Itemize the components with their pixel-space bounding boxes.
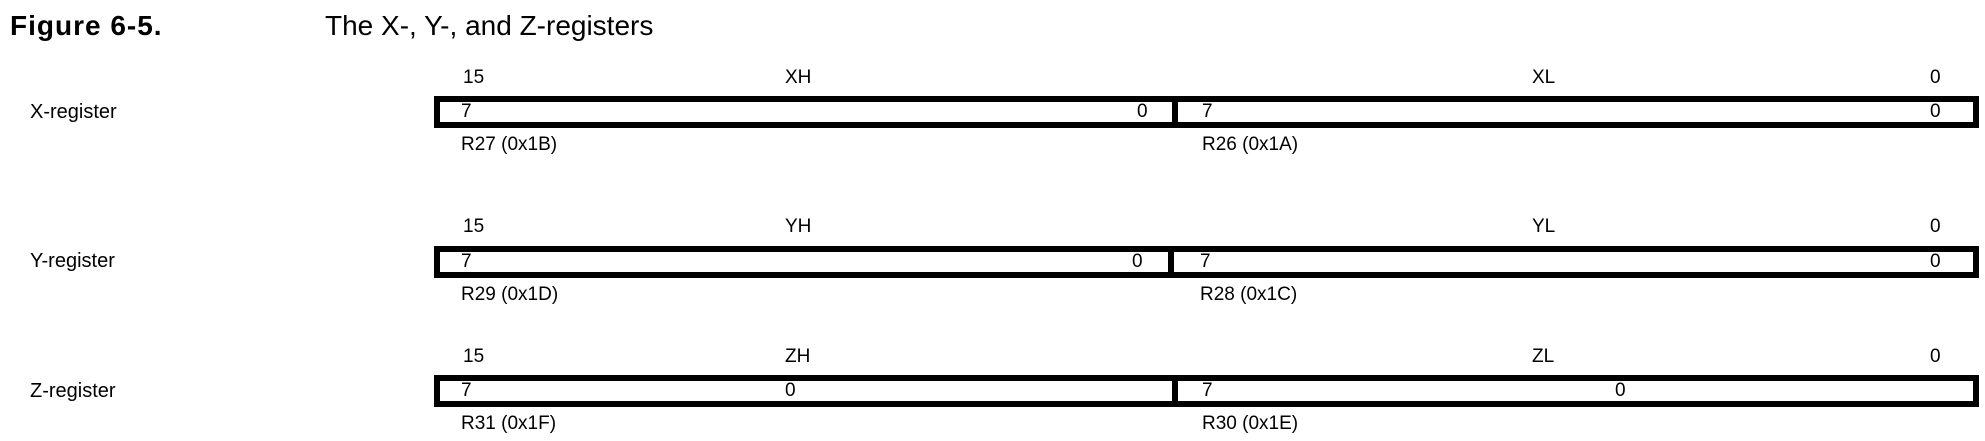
high-byte-label: ZH	[785, 346, 811, 367]
high-byte-box	[434, 246, 1174, 278]
high-byte-box	[434, 96, 1178, 128]
low-byte-box	[1172, 96, 1979, 128]
high-byte-msb: 7	[461, 101, 472, 122]
low-byte-label: YL	[1532, 216, 1556, 237]
bit-0-label: 0	[1930, 346, 1941, 367]
figure-title: The X-, Y-, and Z-registers	[325, 10, 654, 41]
register-name: Z-register	[30, 380, 116, 402]
high-register-number: R29 (0x1D)	[461, 284, 559, 305]
register-name: Y-register	[30, 250, 115, 272]
bit-15-label: 15	[463, 346, 485, 367]
bit-0-label: 0	[1930, 67, 1941, 88]
low-byte-lsb: 0	[1930, 101, 1941, 122]
low-byte-box	[1168, 246, 1979, 278]
low-byte-lsb: 0	[1615, 380, 1626, 401]
high-register-number: R27 (0x1B)	[461, 134, 558, 155]
low-byte-label: XL	[1532, 67, 1556, 88]
bit-15-label: 15	[463, 216, 485, 237]
low-byte-msb: 7	[1202, 380, 1213, 401]
high-byte-label: XH	[785, 67, 812, 88]
low-byte-label: ZL	[1532, 346, 1555, 367]
register-name: X-register	[30, 101, 117, 123]
high-byte-msb: 7	[461, 380, 472, 401]
low-byte-msb: 7	[1200, 251, 1211, 272]
high-byte-box	[434, 375, 1178, 407]
high-byte-label: YH	[785, 216, 812, 237]
high-byte-lsb: 0	[785, 380, 796, 401]
high-byte-lsb: 0	[1137, 101, 1148, 122]
bit-0-label: 0	[1930, 216, 1941, 237]
low-register-number: R26 (0x1A)	[1202, 134, 1299, 155]
low-register-number: R30 (0x1E)	[1202, 413, 1299, 434]
high-register-number: R31 (0x1F)	[461, 413, 557, 434]
figure-number: Figure 6-5.	[10, 10, 163, 41]
bit-15-label: 15	[463, 67, 485, 88]
low-byte-lsb: 0	[1930, 251, 1941, 272]
high-byte-lsb: 0	[1132, 251, 1143, 272]
low-register-number: R28 (0x1C)	[1200, 284, 1298, 305]
low-byte-box	[1172, 375, 1979, 407]
high-byte-msb: 7	[461, 251, 472, 272]
low-byte-msb: 7	[1202, 101, 1213, 122]
